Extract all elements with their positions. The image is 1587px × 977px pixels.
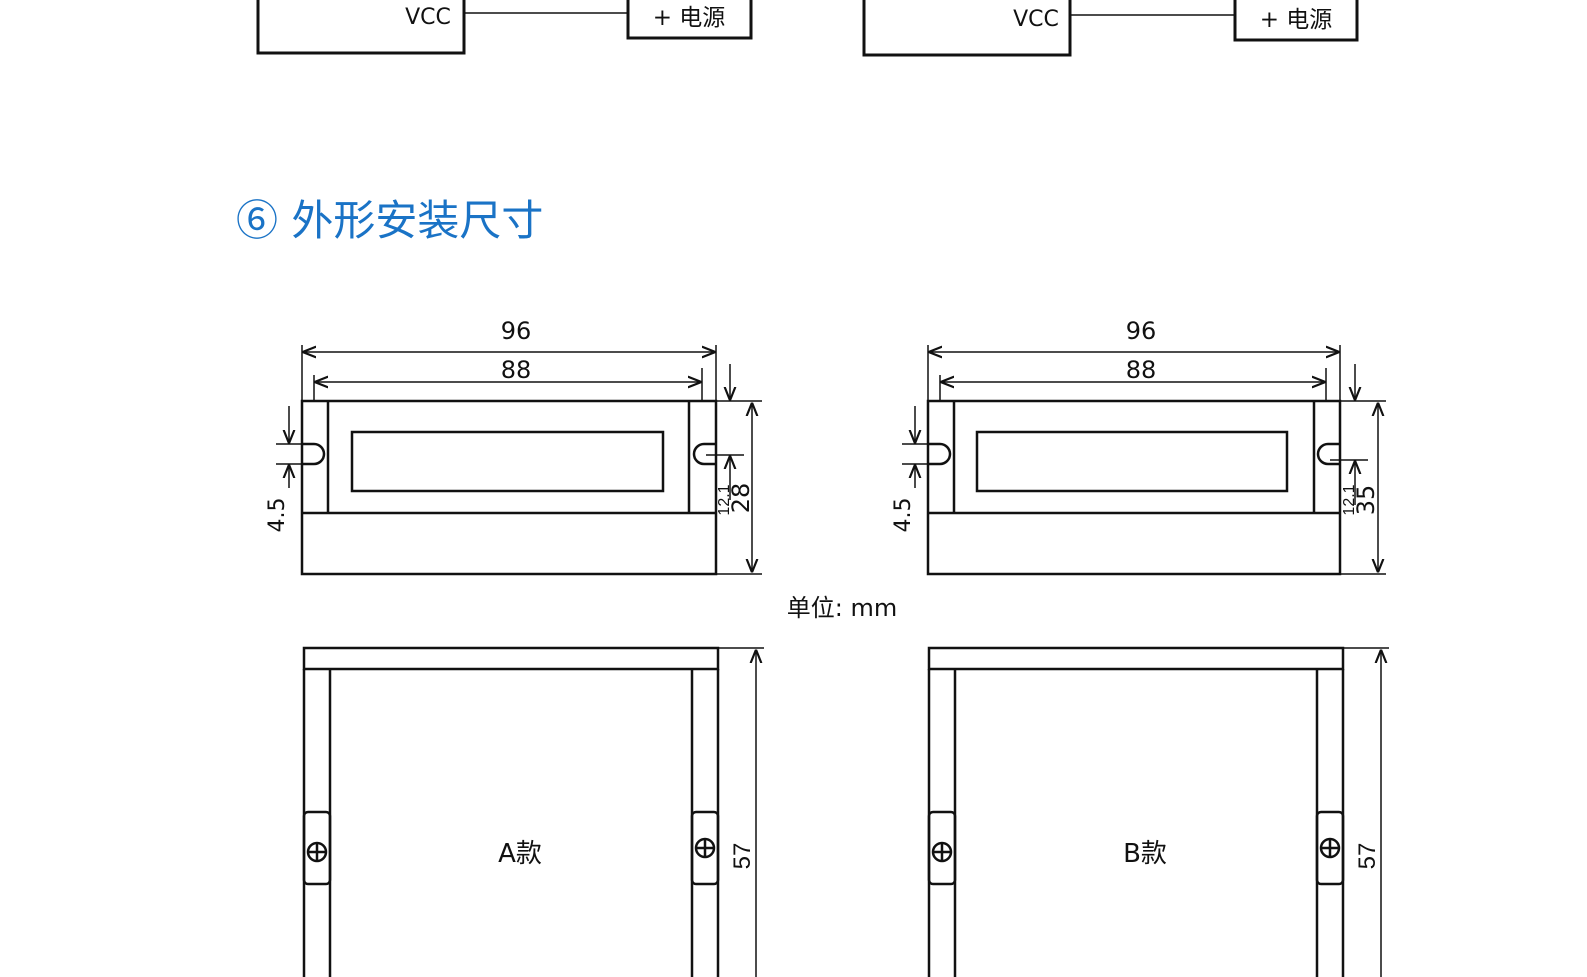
wiring-diagram-right: VCC + 电源 (862, 0, 1359, 57)
vcc-pin-label-right: VCC (1013, 7, 1059, 32)
power-box-left (626, 0, 753, 40)
driver-body-outline (926, 399, 1342, 576)
model-a-top-view: A款 57 (302, 646, 764, 977)
model-b-label: B款 (1123, 839, 1167, 869)
dim-label-57: 57 (1354, 843, 1381, 870)
driver-box-left (256, 0, 466, 55)
section-title: ⑥ 外形安装尺寸 (236, 196, 543, 245)
mount-tab-left (302, 810, 332, 886)
screw-icon (931, 841, 953, 863)
driver-box-right (862, 0, 1072, 57)
dim-label-4-5: 4.5 (265, 498, 290, 533)
dim-label-88: 88 (501, 356, 532, 384)
display-window (975, 430, 1289, 493)
top-edge-plate (302, 646, 720, 671)
dim-label-88: 88 (1126, 356, 1157, 384)
screw-icon (694, 837, 716, 859)
mount-tab-left (927, 810, 957, 886)
model-a-label: A款 (498, 839, 542, 869)
model-a-front-view: 96 88 4.5 12.1 28 (265, 317, 762, 576)
dim-label-96: 96 (1126, 317, 1157, 345)
top-edge-plate (927, 646, 1345, 671)
mounting-slot-left (928, 442, 952, 466)
model-b-top-view: B款 57 (927, 646, 1389, 977)
power-box-right (1233, 0, 1359, 42)
mounting-slot-right (1316, 442, 1340, 466)
dim-label-57: 57 (729, 843, 756, 870)
unit-label: 单位: mm (787, 594, 897, 622)
mount-tab-right (1315, 810, 1345, 886)
dim-label-96: 96 (501, 317, 532, 345)
dim-label-12-1: 12.1 (1341, 484, 1358, 515)
wiring-diagram-left: VCC + 电源 (256, 0, 753, 55)
mounting-slot-right (692, 442, 716, 466)
screw-icon (1319, 837, 1341, 859)
model-b-front-view: 96 88 4.5 12.1 35 (891, 317, 1386, 576)
screw-icon (306, 841, 328, 863)
dim-label-4-5: 4.5 (891, 498, 916, 533)
mounting-slot-left (302, 442, 326, 466)
power-supply-label-left: + 电源 (653, 5, 726, 31)
dim-label-12-1: 12.1 (716, 484, 733, 515)
dim-label-28: 28 (727, 483, 755, 514)
power-supply-label-right: + 电源 (1260, 7, 1333, 33)
vcc-pin-label-left: VCC (405, 5, 451, 30)
display-window (350, 430, 665, 493)
mount-tab-right (690, 810, 720, 886)
driver-body-outline (300, 399, 718, 576)
dim-label-35: 35 (1352, 485, 1380, 516)
